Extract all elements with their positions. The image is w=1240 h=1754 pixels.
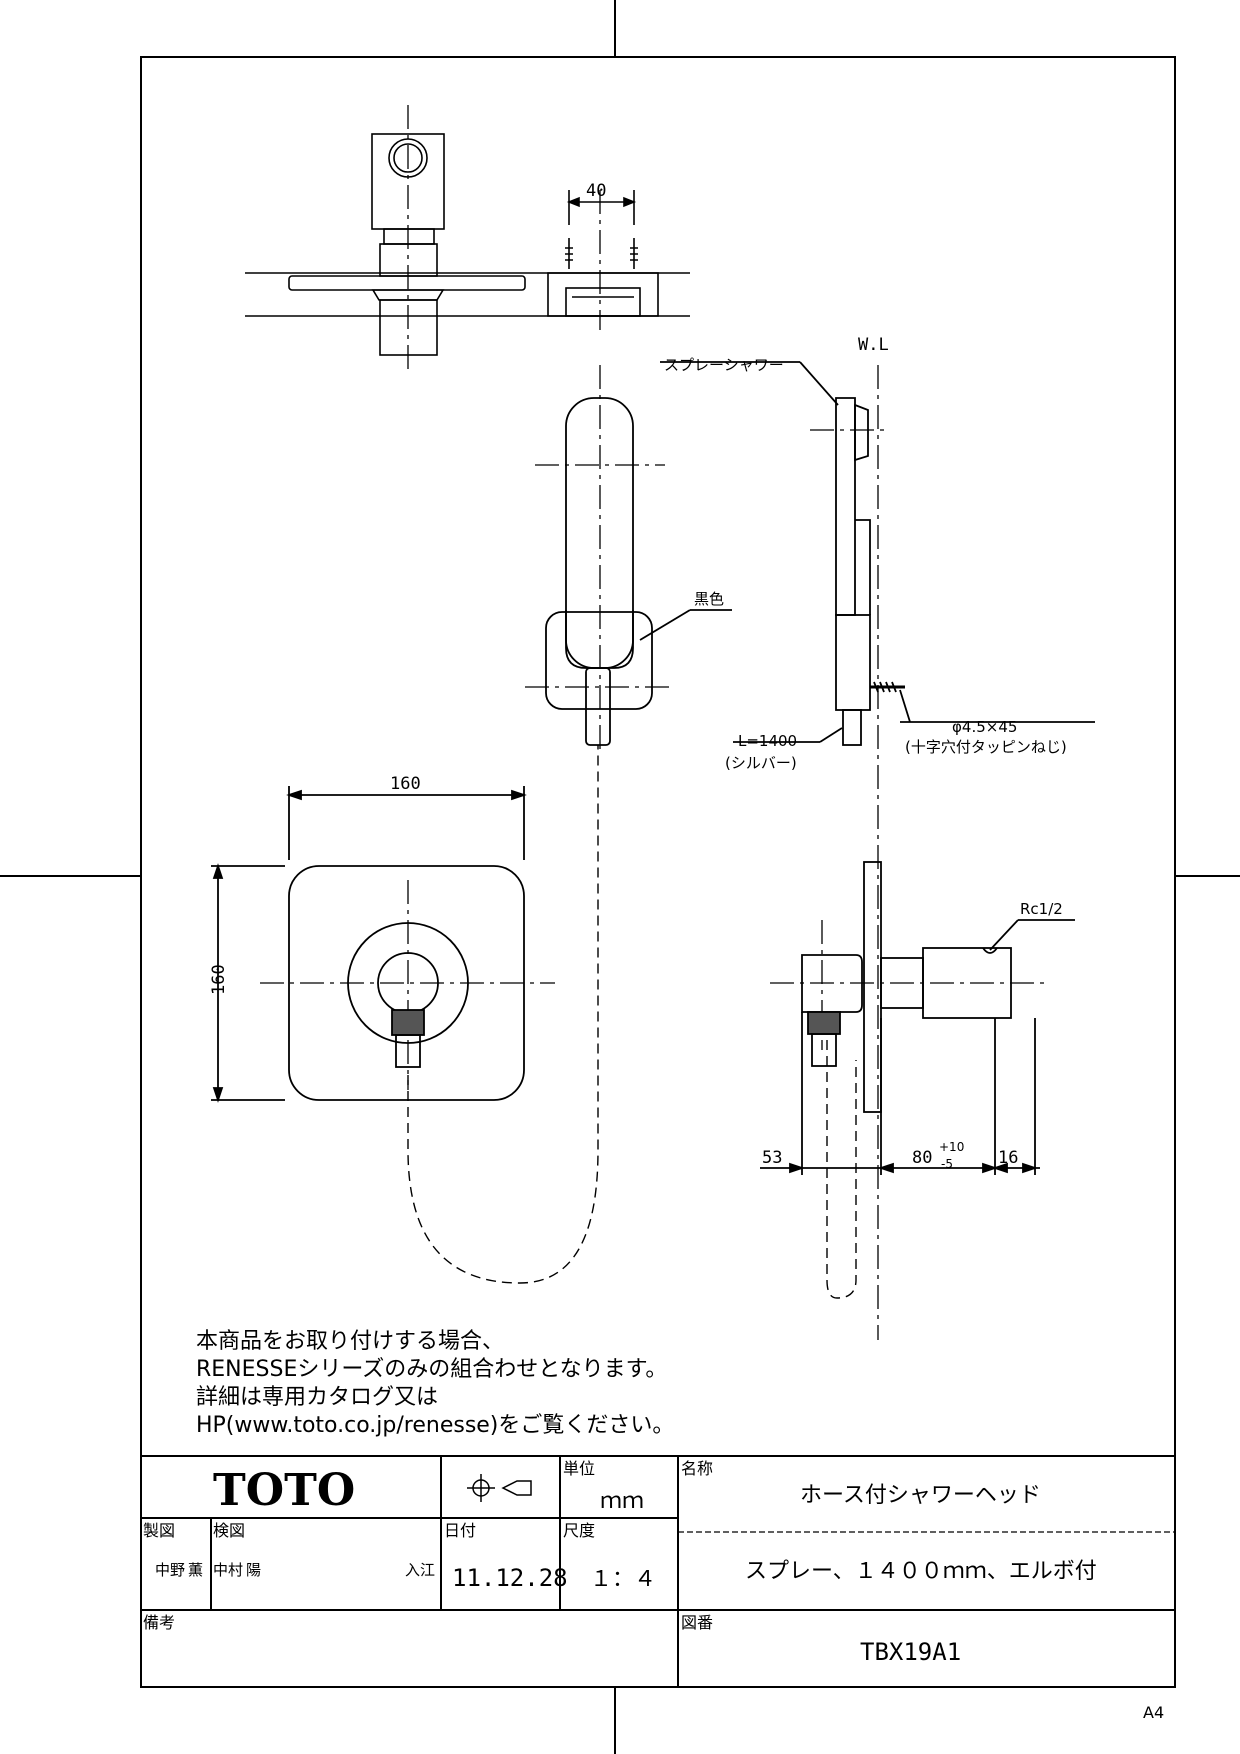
dim-elbow-tol-plus: +10 — [939, 1140, 964, 1154]
dim-plate-height: 160 — [209, 964, 229, 995]
drawn-by-1: 中野 — [155, 1561, 185, 1579]
sheet-size: A4 — [1143, 1703, 1164, 1722]
dim-plate-width: 160 — [390, 774, 421, 794]
label-hose-length: L=1400 — [738, 732, 797, 750]
remarks-label: 備考 — [143, 1613, 175, 1632]
top-view — [245, 133, 690, 356]
drawn-label: 製図 — [143, 1521, 175, 1540]
label-hose-color: (シルバー) — [725, 754, 797, 772]
centerlines — [260, 105, 1050, 1340]
dim-thread-len: 16 — [998, 1148, 1018, 1168]
label-thread: Rc1/2 — [1020, 900, 1063, 918]
name-value: ホース付シャワーヘッド — [800, 1483, 1041, 1508]
checked-label: 検図 — [213, 1521, 245, 1540]
title-block — [141, 1455, 1175, 1687]
front-view-shower-head — [545, 397, 732, 746]
drawing-no-label: 図番 — [681, 1613, 713, 1632]
scale-value: １：４ — [590, 1567, 656, 1592]
dim-elbow-tol-minus: -5 — [941, 1157, 953, 1171]
dim-wall-offset: 53 — [762, 1148, 782, 1168]
scale-label: 尺度 — [563, 1521, 595, 1540]
side-view-shower-head — [660, 361, 1095, 746]
drawing-frame — [140, 56, 1176, 1688]
drawn-by-2: 薫 — [188, 1561, 203, 1579]
approved-by: 入江 — [405, 1561, 435, 1579]
note-line-1: 本商品をお取り付けする場合、 — [196, 1329, 504, 1354]
dim-elbow-depth: 80 — [912, 1148, 932, 1168]
unit-value: ｍｍ — [600, 1489, 644, 1514]
checked-by-2: 陽 — [246, 1561, 261, 1579]
dim-bracket-spacing: 40 — [586, 181, 606, 201]
label-spray-shower: スプレーシャワー — [664, 356, 784, 374]
date-value: 11.12.28 — [452, 1564, 568, 1592]
hose-path — [407, 745, 857, 1299]
unit-label: 単位 — [563, 1459, 595, 1478]
label-screw-type: (十字穴付タッピンねじ) — [905, 738, 1067, 756]
date-label: 日付 — [444, 1521, 476, 1540]
label-screw-size: φ4.5×45 — [952, 718, 1017, 736]
checked-by-1: 中村 — [213, 1561, 243, 1579]
label-black: 黒色 — [694, 590, 724, 608]
label-water-level: W.L — [858, 335, 889, 355]
note-line-2: RENESSEシリーズのみの組合わせとなります。 — [196, 1357, 667, 1382]
note-line-4: HP(www.toto.co.jp/renesse)をご覧ください。 — [196, 1413, 674, 1438]
drawing-no-value: TBX19A1 — [860, 1638, 961, 1666]
note-line-3: 詳細は専用カタログ又は — [196, 1385, 438, 1410]
spec-value: スプレー、１４００ｍｍ、エルボ付 — [745, 1559, 1097, 1584]
front-view-wall-plate — [211, 786, 527, 1103]
toto-logo: TOTO — [213, 1465, 355, 1516]
side-view-elbow — [760, 861, 1075, 1175]
name-label: 名称 — [681, 1459, 713, 1478]
